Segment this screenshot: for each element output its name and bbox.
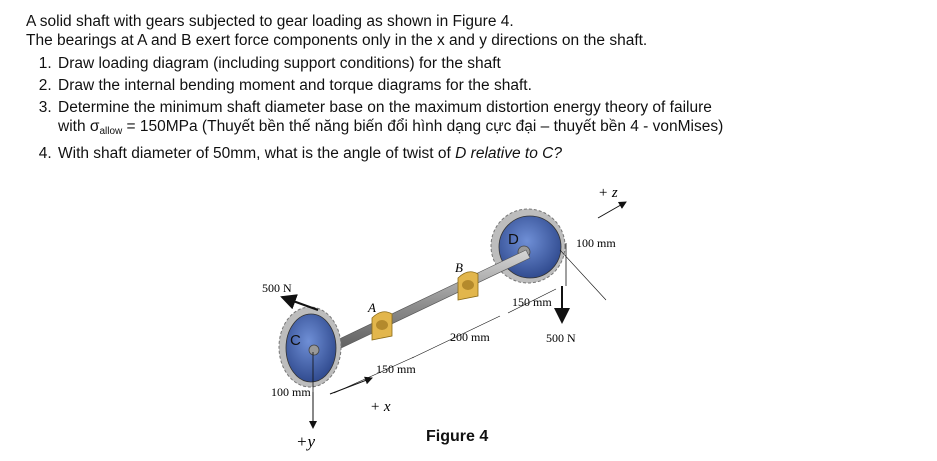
intro-line-2: The bearings at A and B exert force comp… [26,32,648,49]
dim-100-right-label: 100 mm [576,236,616,250]
plus-z-label: + z [598,185,618,201]
x-axis-arrow [329,376,373,395]
force-left-label: 500 N [262,281,292,295]
bearing-a-label: A [367,300,376,315]
question-2: Draw the internal bending moment and tor… [56,76,926,95]
gear-c [278,306,342,388]
question-3: Determine the minimum shaft diameter bas… [56,98,926,141]
shaft [311,249,531,361]
dim-extension-right [559,249,607,301]
gear-d [490,208,566,284]
intro-line-1: A solid shaft with gears subjected to ge… [26,13,514,30]
force-arrow-left [280,294,319,311]
question-4: With shaft diameter of 50mm, what is the… [56,144,926,163]
bearing-b-label: B [455,260,463,275]
z-axis-arrow [597,201,627,219]
dim-200-line [411,315,501,359]
question-3-line-1: Determine the minimum shaft diameter bas… [58,99,712,116]
problem-statement: A solid shaft with gears subjected to ge… [26,12,926,166]
question-3-rest: = 150MPa (Thuyết bền thế năng biến đổi h… [122,118,724,135]
question-3-with: with σ [58,118,100,135]
bearing-a [371,311,393,341]
dim-150-left-label: 150 mm [376,362,416,376]
dim-100-left-label: 100 mm [271,385,311,399]
force-right-label: 500 N [546,331,576,345]
question-4-italic: D relative to C? [455,145,562,162]
question-1: Draw loading diagram (including support … [56,54,926,73]
plus-x-label: + x [370,399,391,415]
sigma-subscript: allow [99,126,123,137]
dim-150-right-line [507,288,557,314]
figure-caption: Figure 4 [426,428,489,445]
gear-d-label: D [508,231,519,248]
question-4-text: With shaft diameter of 50mm, what is the… [58,145,456,162]
bearing-b [457,271,479,301]
question-list: Draw loading diagram (including support … [26,54,926,163]
dim-150-right-label: 150 mm [512,295,552,309]
plus-y-label: +y [296,432,315,451]
dim-200-label: 200 mm [450,330,490,344]
gear-c-label: C [290,332,301,349]
